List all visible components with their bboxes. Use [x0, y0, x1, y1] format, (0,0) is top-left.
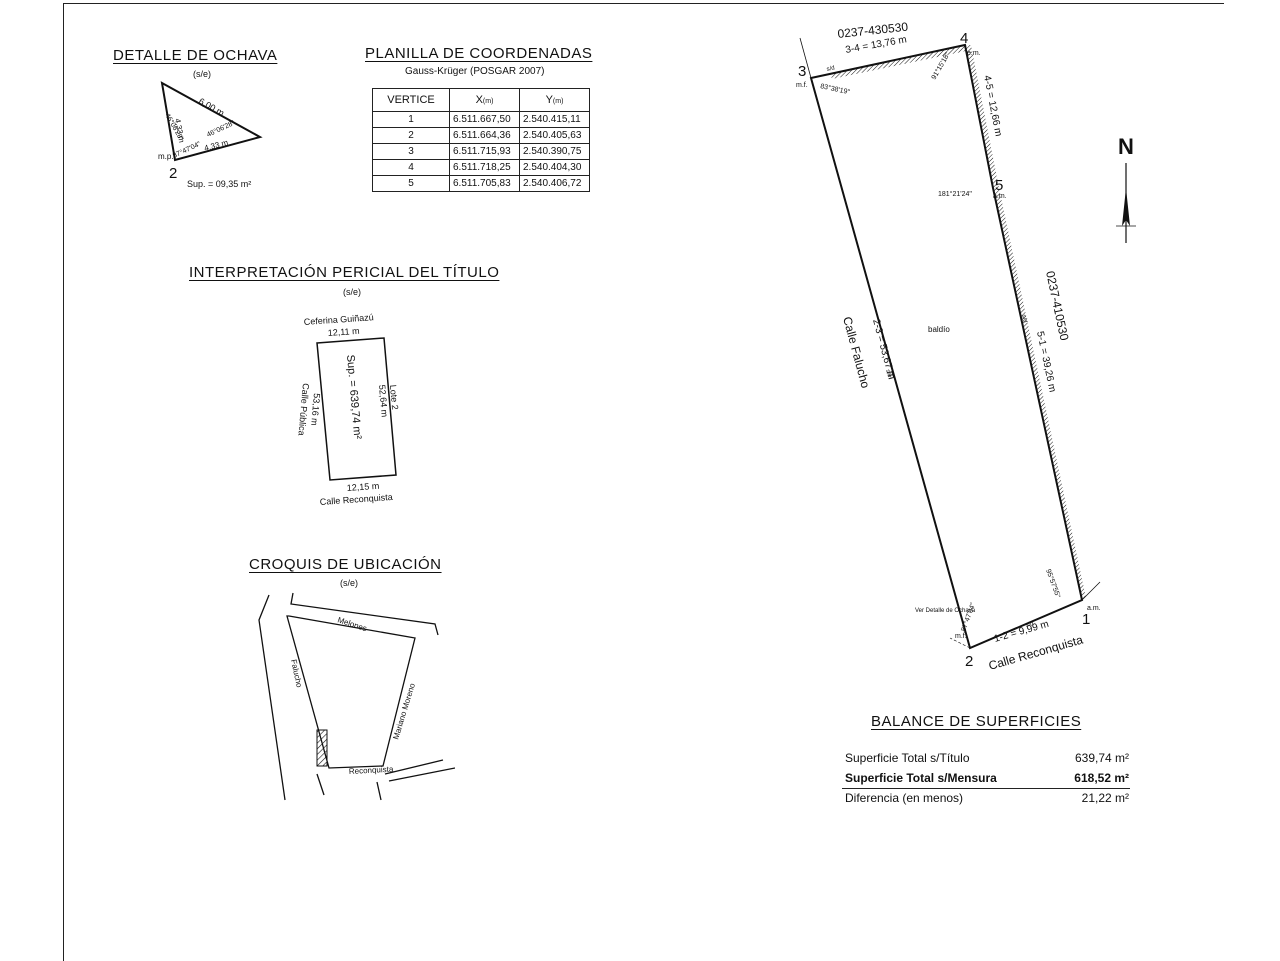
titulo-area: Sup. = 639,74 m² — [344, 354, 363, 440]
planilla-subtitle: Gauss-Krüger (POSGAR 2007) — [405, 66, 545, 77]
vertex-3-mark: m.f. — [796, 82, 808, 89]
ochava-scale: (s/e) — [193, 69, 211, 79]
balance-row-diferencia: Diferencia (en menos) 21,22 m² — [845, 791, 1129, 805]
nc-right: 0237-410530 — [1043, 270, 1071, 342]
vertex-2-label: 2 — [965, 653, 973, 670]
side-2-3: 2-3 = 53,67 m — [870, 318, 897, 381]
ochava-vertex-mark: m.p. — [158, 152, 174, 161]
titulo-scale: (s/e) — [343, 287, 361, 297]
titulo-left-street: Calle Pública — [296, 383, 311, 436]
north-label: N — [1118, 134, 1134, 159]
balance-label: Superficie Total s/Título — [845, 751, 970, 765]
titulo-top-dim: 12,11 m — [327, 326, 359, 338]
angle-1: 95°57'55" — [1044, 568, 1062, 599]
balance-title: BALANCE DE SUPERFICIES — [871, 713, 1082, 730]
croquis-map: Melones Falucho Mariano Moreno Reconquis… — [258, 592, 455, 801]
street-falucho: Calle Falucho — [840, 315, 873, 390]
main-survey-plan: 3 4 5 1 2 m.f. e.m. a.m. a.m. m.f. 83°38… — [796, 20, 1101, 673]
croquis-street-right: Mariano Moreno — [391, 682, 417, 741]
titulo-right-lot: Lote 2 — [388, 384, 400, 410]
ochava-side-left: 4,33 m — [173, 118, 186, 144]
vertex-3-label: 3 — [798, 63, 806, 80]
croquis-title: CROQUIS DE UBICACIÓN — [249, 556, 442, 573]
balance-value: 618,52 m² — [1074, 771, 1129, 785]
balance-divider — [842, 788, 1130, 789]
header-y: Y(m) — [519, 88, 590, 112]
baldio-label: baldío — [928, 325, 950, 334]
ver-detalle-label: Ver Detalle de Ochava — [915, 608, 976, 614]
croquis-street-bottom: Reconquista — [349, 765, 394, 776]
planilla-title: PLANILLA DE COORDENADAS — [365, 45, 593, 62]
vertex-1-mark: a.m. — [1087, 605, 1101, 612]
croquis-street-top: Melones — [336, 615, 368, 633]
angle-5: 181°21'24" — [938, 190, 972, 198]
balance-label: Superficie Total s/Mensura — [845, 771, 997, 785]
plan-sheet-border — [63, 3, 1224, 961]
ochava-title: DETALLE DE OCHAVA — [113, 47, 278, 64]
titulo-lot-outline — [316, 337, 397, 481]
ochava-vertex-label: 2 — [169, 165, 177, 182]
wall-hatch-5-1 — [993, 188, 1086, 600]
titulo-bottom-street: Calle Reconquista — [319, 492, 393, 507]
wall-hatch-4-5 — [965, 45, 999, 188]
sd-label-top: s/d — [826, 65, 835, 73]
balance-row-titulo: Superficie Total s/Título 639,74 m² — [845, 751, 1129, 765]
sd-label-right: s/d — [1020, 314, 1028, 323]
ochava-diagram: 46°06'28" 6,00 m 4,33 m 46°06'28" 87°47'… — [158, 81, 263, 189]
ochava-side-bottom: 4,33 m — [203, 138, 229, 153]
croquis-street-left: Falucho — [289, 659, 304, 689]
balance-label: Diferencia (en menos) — [845, 791, 964, 805]
vertex-2-mark: m.f. — [955, 633, 967, 640]
balance-value: 21,22 m² — [1081, 791, 1129, 805]
croquis-scale: (s/e) — [340, 578, 358, 588]
balance-value: 639,74 m² — [1074, 751, 1129, 765]
header-x: X(m) — [449, 88, 520, 112]
titulo-bottom-dim: 12,15 m — [346, 481, 379, 493]
header-vertice: VERTICE — [372, 88, 450, 112]
titulo-title: INTERPRETACIÓN PERICIAL DEL TÍTULO — [189, 264, 500, 281]
angle-3: 83°38'19" — [820, 82, 851, 96]
vertex-4-mark: e.m. — [967, 50, 981, 57]
vertex-4-label: 4 — [960, 30, 968, 47]
titulo-right-dim: 52,64 m — [377, 384, 390, 417]
ochava-area: Sup. = 09,35 m² — [187, 179, 251, 189]
croquis-lot-marker — [316, 729, 328, 767]
ochava-side-top: 6,00 m — [197, 96, 226, 118]
sd-label-bottom: s/d — [1025, 621, 1034, 629]
sm-label-left: s/m — [884, 369, 892, 380]
vertex-5-label: 5 — [995, 177, 1003, 194]
ochava-triangle — [160, 81, 263, 162]
table-header-row: VERTICE X(m) Y(m) — [372, 88, 590, 112]
north-arrow-icon — [1116, 163, 1136, 243]
titulo-left-dim: 53,16 m — [309, 393, 322, 426]
side-1-2: 1-2 = 9,99 m — [993, 619, 1050, 645]
titulo-diagram: Ceferina Guiñazú 12,11 m Sup. = 639,74 m… — [296, 312, 400, 507]
wall-hatch-3-4 — [830, 45, 966, 79]
titulo-top-owner: Ceferina Guiñazú — [303, 312, 374, 327]
vertex-5-mark: a.m. — [993, 193, 1007, 200]
ochava-angle-right: 46°06'28" — [205, 119, 236, 139]
croquis-street-lines — [258, 592, 455, 801]
vertex-1-label: 1 — [1082, 611, 1090, 628]
balance-row-mensura: Superficie Total s/Mensura 618,52 m² — [845, 771, 1129, 785]
